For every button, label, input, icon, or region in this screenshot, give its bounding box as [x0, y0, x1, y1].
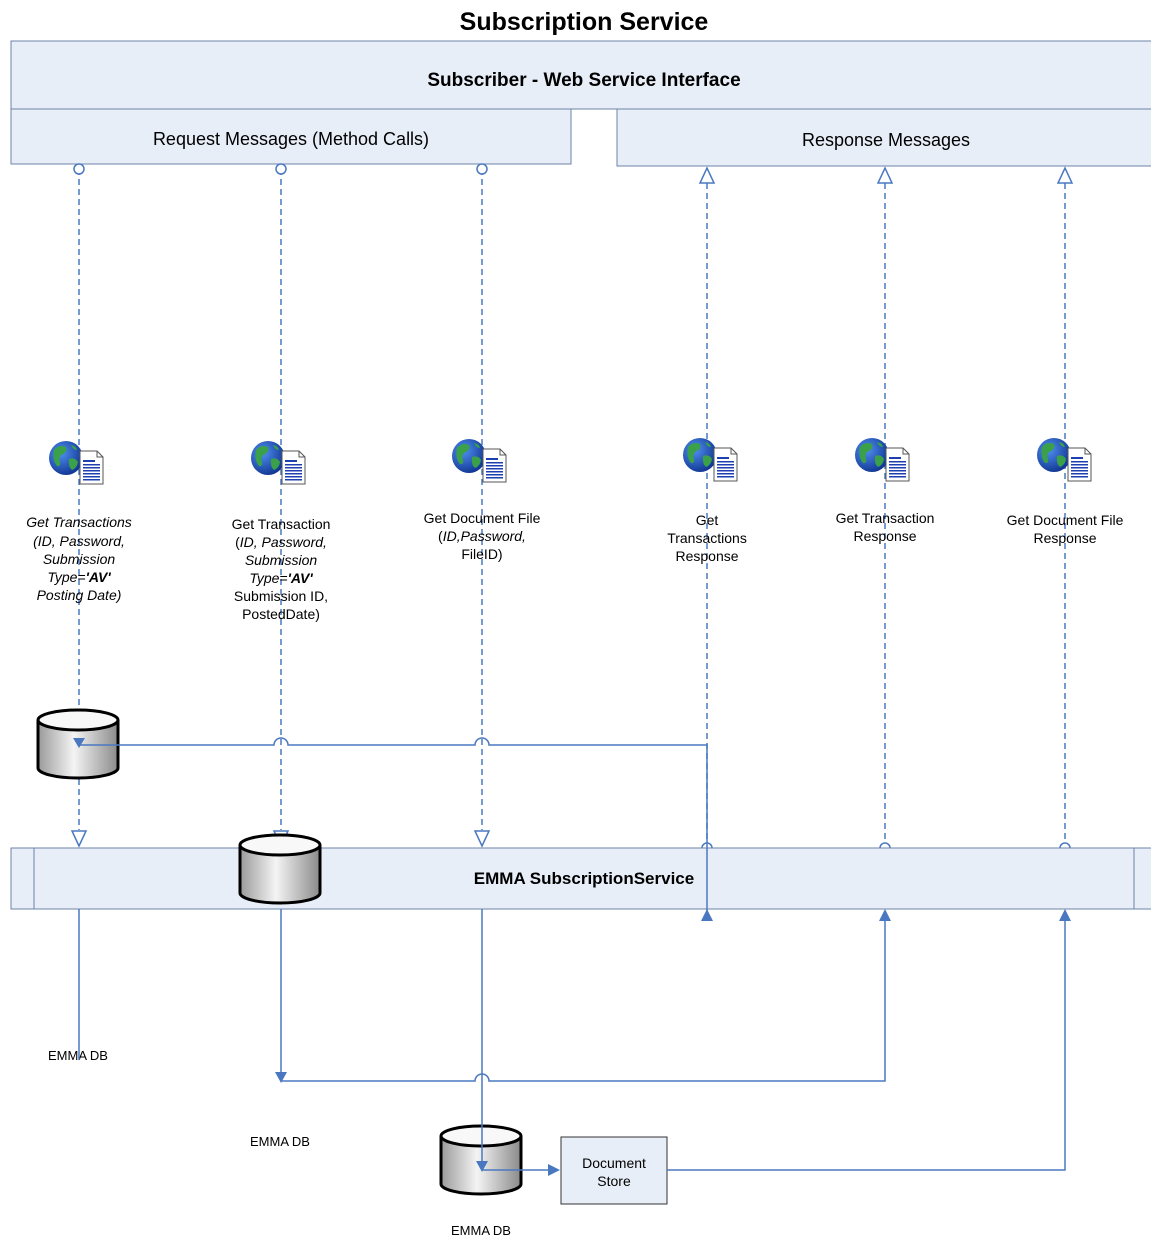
document-store-label-2: Store: [597, 1173, 631, 1189]
svg-text:(ID, Password,: (ID, Password,: [235, 534, 327, 550]
svg-text:Response: Response: [853, 528, 916, 544]
get-transactions-response-icon: [682, 437, 738, 482]
svg-text:FileID): FileID): [461, 546, 502, 562]
svg-text:Get Transactions: Get Transactions: [26, 514, 132, 530]
svg-text:Submission: Submission: [43, 551, 116, 567]
response-messages-box: [616, 108, 1151, 167]
get-transactions-response-label: Get Transactions Response: [667, 512, 747, 564]
svg-text:Submission ID,: Submission ID,: [234, 588, 328, 604]
svg-text:Posting Date): Posting Date): [37, 587, 122, 603]
svg-text:Get: Get: [696, 512, 719, 528]
svg-text:Response: Response: [675, 548, 738, 564]
document-store-label-1: Document: [582, 1155, 646, 1171]
svg-text:(ID, Password,: (ID, Password,: [33, 533, 125, 549]
svg-text:(ID,Password,: (ID,Password,: [438, 528, 526, 544]
web-service-interface-label: Subscriber - Web Service Interface: [427, 70, 740, 91]
document-store-box: [560, 1136, 668, 1205]
svg-text:Transactions: Transactions: [667, 530, 747, 546]
diagram-title: Subscription Service: [460, 8, 709, 36]
get-document-file-request-icon: [451, 438, 507, 483]
request-connectors: [70, 163, 491, 848]
request-messages-box: [10, 108, 572, 165]
svg-text:PostedDate): PostedDate): [242, 606, 320, 622]
svg-text:Type='AV': Type='AV': [249, 570, 313, 586]
svg-text:Get Document File: Get Document File: [1007, 512, 1124, 528]
response-messages-label: Response Messages: [802, 130, 970, 150]
emma-db-icon-3: [439, 1124, 523, 1196]
subscription-service-label: EMMA SubscriptionService: [474, 869, 694, 888]
get-transactions-request-icon: [48, 440, 104, 485]
svg-text:Get Transaction: Get Transaction: [232, 516, 331, 532]
get-transaction-response-label: Get Transaction Response: [836, 510, 935, 544]
svg-text:Type='AV': Type='AV': [47, 569, 111, 585]
emma-db-icon-2: [238, 833, 322, 905]
get-transaction-request-label: Get Transaction (ID, Password, Submissio…: [232, 516, 331, 622]
get-document-file-response-icon: [1036, 437, 1092, 482]
get-transactions-request-label: Get Transactions (ID, Password, Submissi…: [26, 514, 132, 603]
data-flow-lines: [78, 737, 1066, 1171]
emma-db-label-2: EMMA DB: [250, 1134, 310, 1149]
get-document-file-response-label: Get Document File Response: [1007, 512, 1124, 546]
svg-text:Get Transaction: Get Transaction: [836, 510, 935, 526]
get-document-file-request-label: Get Document File (ID,Password, FileID): [424, 510, 541, 562]
web-service-interface-box: [10, 40, 1151, 110]
subscription-service-box: [10, 847, 1151, 910]
svg-text:Submission: Submission: [245, 552, 318, 568]
get-transaction-request-icon: [250, 440, 306, 485]
get-transaction-response-icon: [854, 437, 910, 482]
svg-text:Get Document File: Get Document File: [424, 510, 541, 526]
svg-text:Response: Response: [1033, 530, 1096, 546]
emma-db-label-1: EMMA DB: [48, 1048, 108, 1063]
request-messages-label: Request Messages (Method Calls): [153, 129, 429, 149]
flow-arrowheads: [73, 738, 1071, 1176]
emma-db-label-3: EMMA DB: [451, 1223, 511, 1238]
